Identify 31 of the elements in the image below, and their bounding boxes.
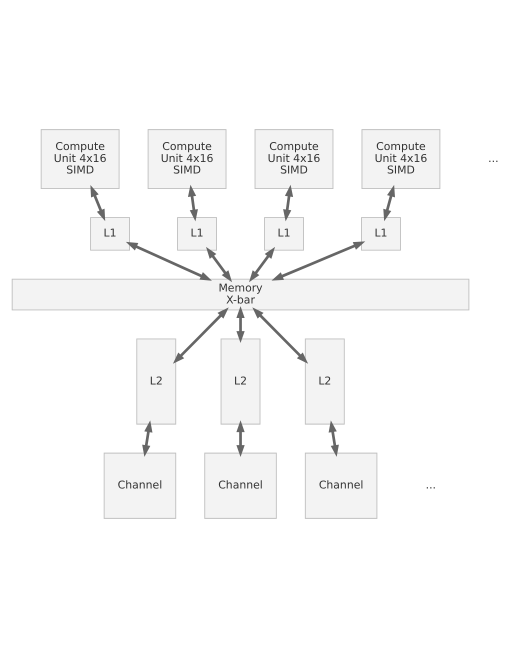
arrow	[188, 184, 198, 221]
node-box: Compute Unit 4x16 SIMD	[148, 128, 226, 188]
node-box: L2	[136, 338, 176, 424]
arrow	[142, 420, 152, 456]
arrow	[236, 420, 245, 456]
arrow	[126, 241, 212, 280]
node-box: L1	[90, 216, 130, 250]
node-box: L1	[361, 216, 401, 250]
arrow	[90, 184, 106, 221]
arrow	[172, 306, 229, 364]
arrow	[283, 184, 294, 221]
arrow	[272, 240, 366, 280]
arrow	[328, 420, 339, 456]
node-box: Channel	[304, 452, 378, 518]
node-box: L1	[264, 216, 304, 250]
arrow	[383, 184, 395, 221]
arrow	[206, 246, 232, 282]
node-box: L2	[220, 338, 260, 424]
label: ...	[426, 478, 436, 492]
arrow	[252, 306, 308, 364]
node-box: Compute Unit 4x16 SIMD	[362, 128, 440, 188]
node-box: Compute Unit 4x16 SIMD	[254, 128, 334, 188]
node-box: Compute Unit 4x16 SIMD	[40, 128, 120, 188]
node-box: L2	[304, 338, 345, 424]
arrow	[236, 306, 245, 342]
node-box: Channel	[204, 452, 277, 518]
node-box: L1	[177, 216, 217, 250]
node-box: Memory X-bar	[12, 278, 470, 310]
arrow	[248, 246, 276, 282]
node-box: Channel	[104, 452, 176, 518]
label: ...	[488, 151, 499, 164]
